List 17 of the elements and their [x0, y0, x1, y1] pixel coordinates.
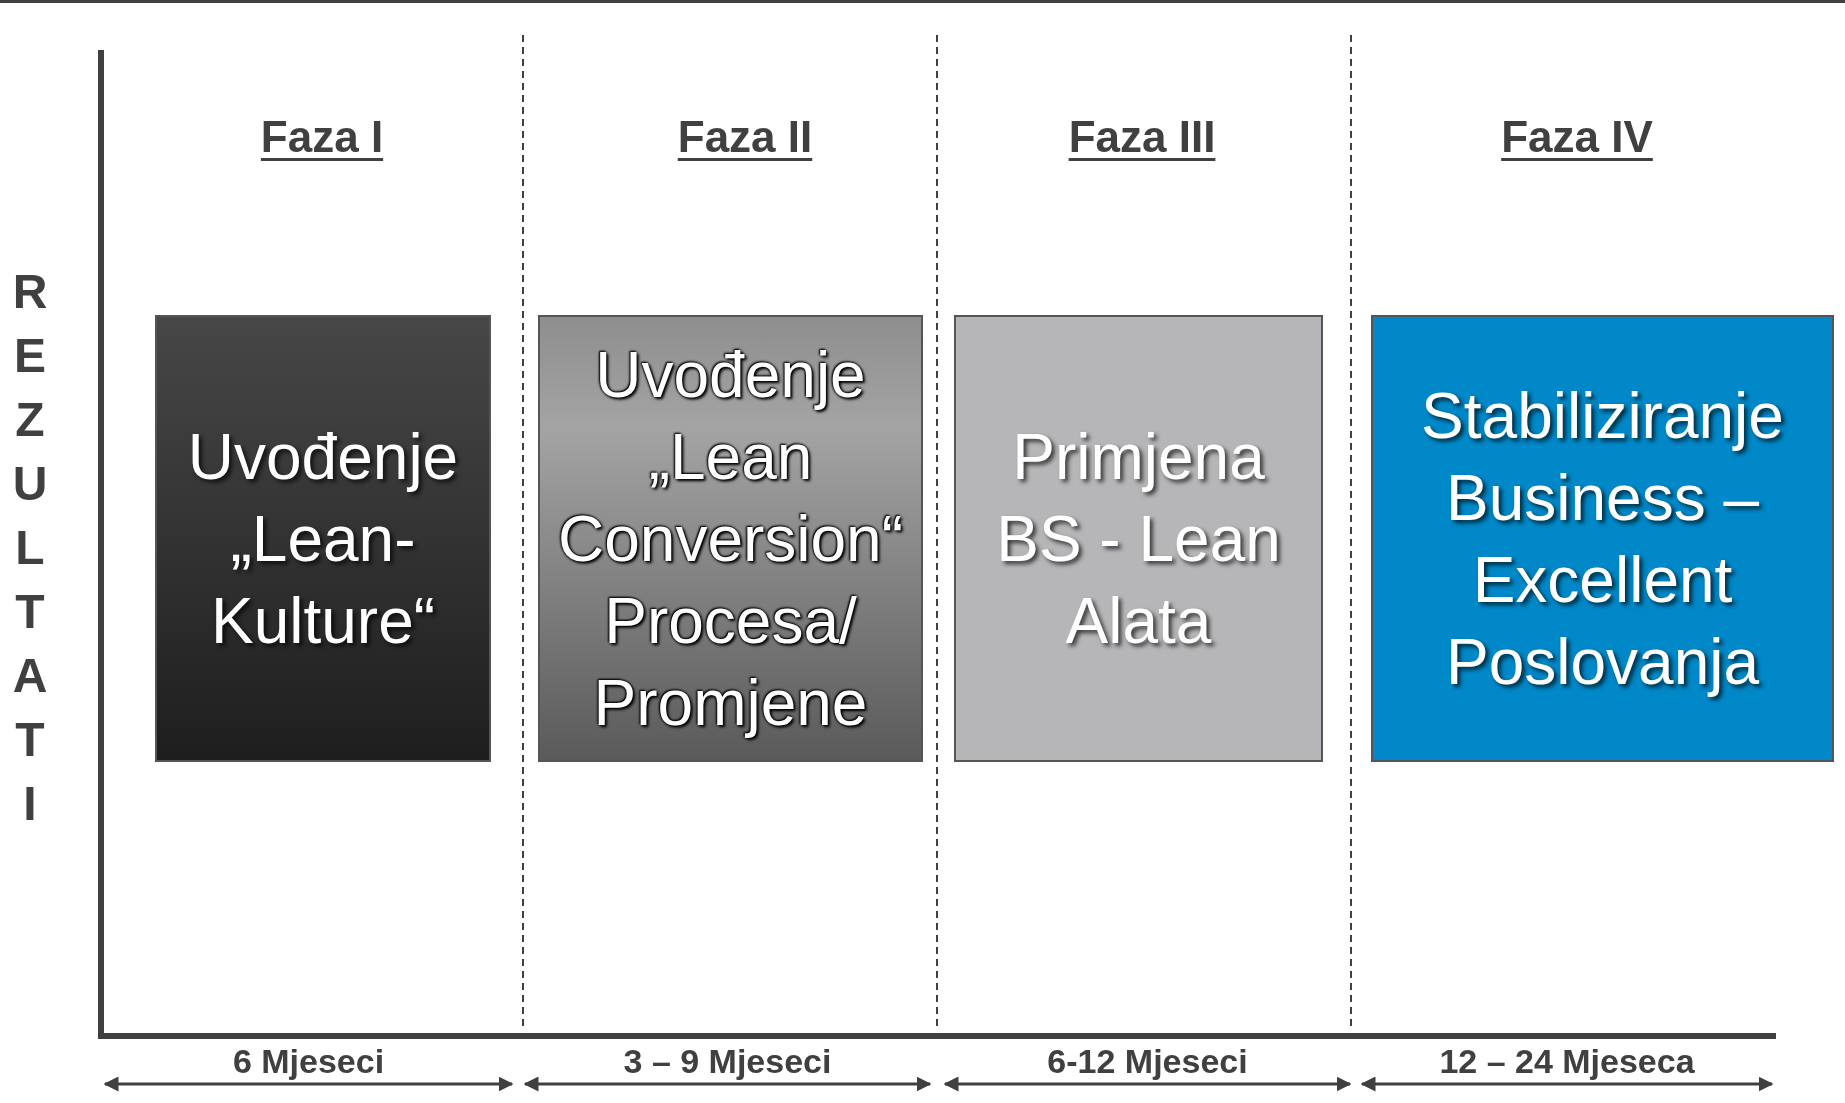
phase-box	[1371, 315, 1834, 762]
phase-box	[954, 315, 1323, 762]
phase-text: Stabiliziranje Business – Excellent Poslovanja	[1420, 378, 1785, 700]
duration-label: 12 – 24 Mjeseca	[1438, 1042, 1696, 1081]
phase-text: Primjena BS - Lean Alata	[995, 419, 1282, 659]
duration-label: 6 Mjeseci	[231, 1042, 386, 1081]
phase-heading: Faza II	[676, 112, 814, 162]
axis-label: REZULTATI	[11, 264, 49, 832]
phase-box	[538, 315, 923, 762]
duration-label: 3 – 9 Mjeseci	[622, 1042, 833, 1081]
phase-text: Uvođenje „Lean-Kulture“	[186, 419, 460, 659]
phase-heading: Faza III	[1067, 112, 1217, 162]
phase-heading: Faza I	[259, 112, 385, 162]
duration-label: 6-12 Mjeseci	[1046, 1042, 1249, 1081]
phase-box	[155, 315, 491, 762]
phase-text: Uvođenje „Lean Conversion“ Procesa/ Promjene	[557, 337, 904, 741]
phase-heading: Faza IV	[1500, 112, 1654, 162]
